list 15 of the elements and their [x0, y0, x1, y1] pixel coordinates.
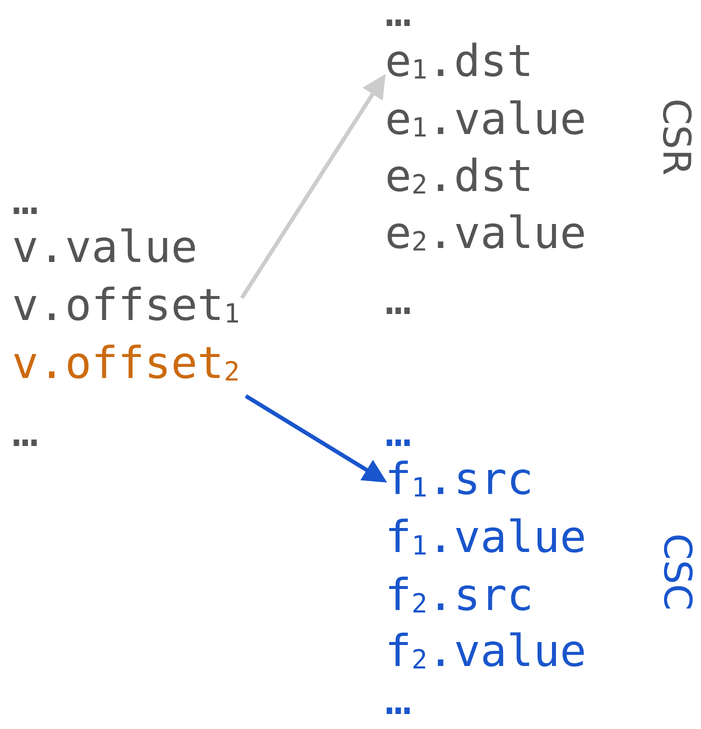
code-field-text: e$_{1}$.value: [385, 94, 586, 146]
code-field-text: e$_{2}$.value: [385, 208, 586, 260]
code-field-text: v.offset$_{2}$: [12, 338, 240, 390]
code-field-text: …: [385, 0, 412, 38]
code-field-text: e$_{2}$.dst: [385, 151, 534, 203]
code-field-text: …: [12, 406, 38, 458]
code-field-text: f$_{2}$.src: [385, 570, 534, 622]
code-field-text: …: [385, 274, 412, 326]
code-field-text: e$_{1}$.dst: [385, 36, 534, 88]
format-label: CSC: [657, 533, 698, 611]
code-field-text: f$_{1}$.value: [385, 512, 586, 564]
format-label: CSR: [656, 98, 696, 176]
code-field-text: v.offset$_{1}$: [12, 280, 240, 332]
arrow: [244, 394, 388, 482]
arrow: [240, 74, 386, 300]
